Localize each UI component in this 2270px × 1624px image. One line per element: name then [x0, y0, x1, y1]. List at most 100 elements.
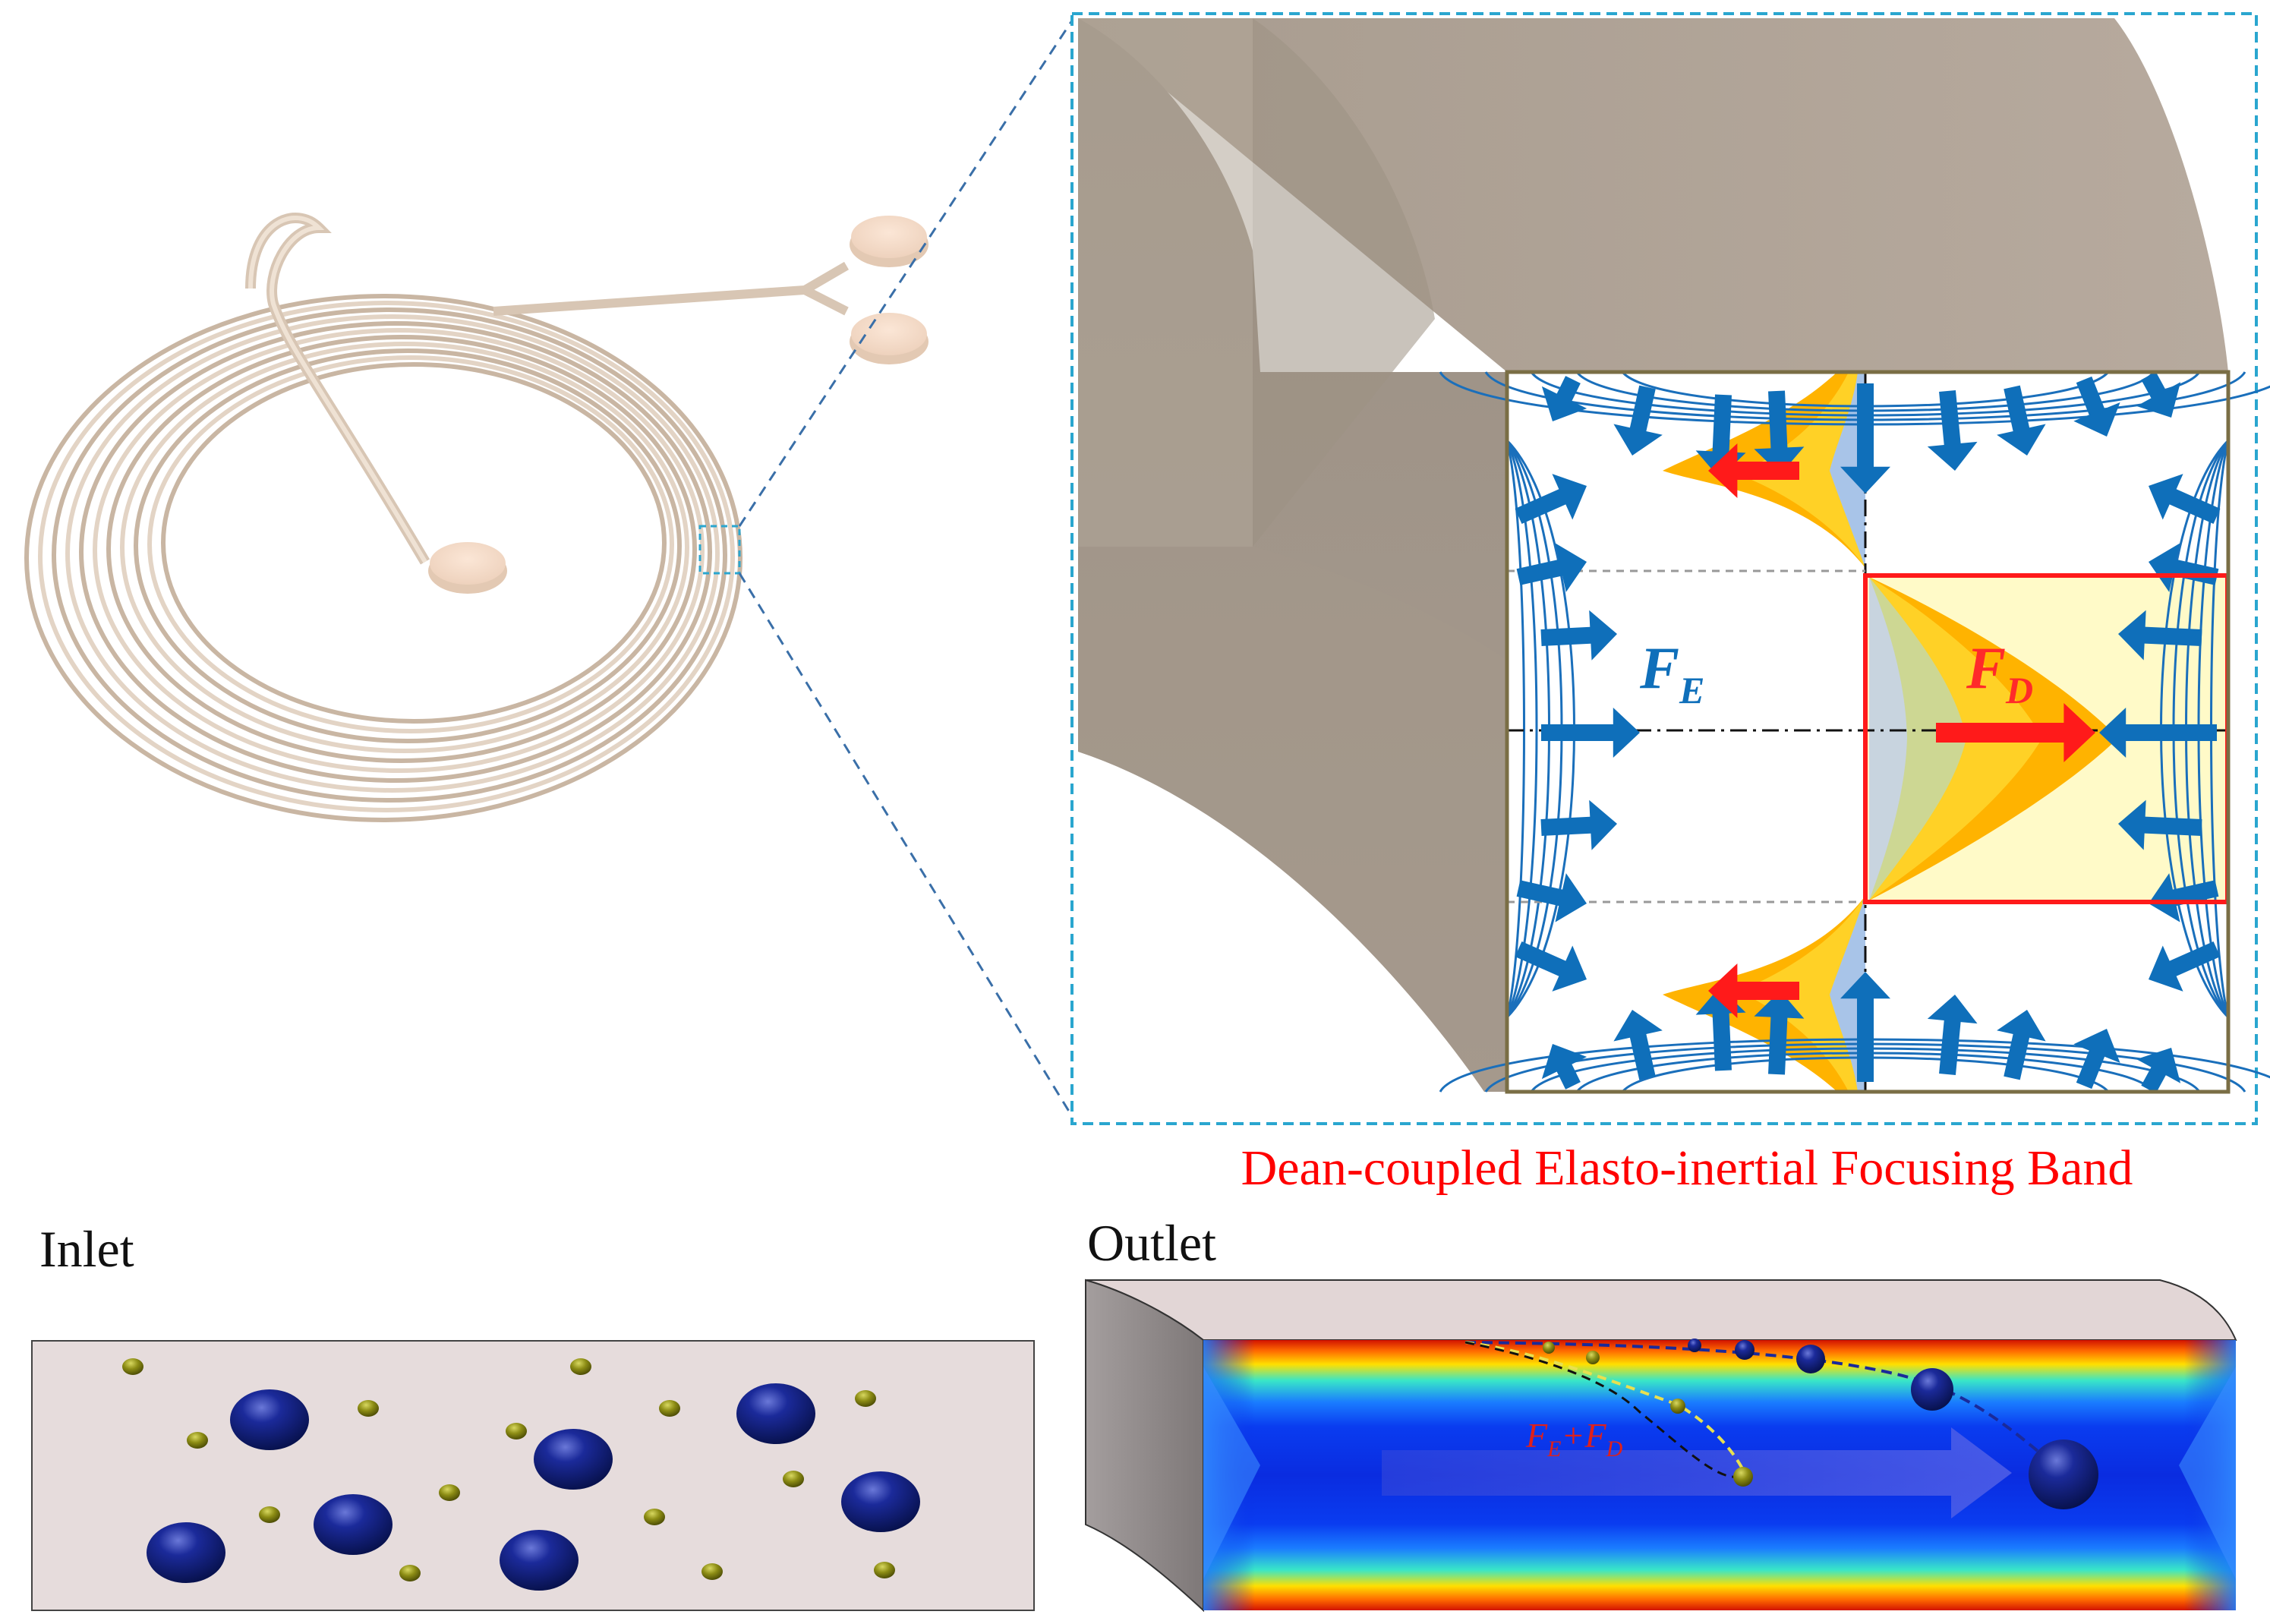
streamline: [1505, 440, 1538, 1018]
outlet-title: Outlet: [1087, 1214, 1216, 1272]
spiral-turn: [52, 307, 727, 803]
outlet-channel: FE+FD: [1085, 1279, 2237, 1613]
blue-arrow-icon: [2149, 543, 2219, 592]
olive-sphere-icon: [506, 1423, 527, 1440]
blue-arrow-icon: [1840, 383, 1890, 494]
blue-arrow-icon: [1541, 376, 1587, 422]
spiral-turn: [161, 362, 667, 724]
olive-sphere-icon: [399, 1565, 421, 1581]
blue-arrow-icon: [2073, 1028, 2120, 1089]
streamline: [1505, 440, 1525, 1018]
olive-sphere-icon: [439, 1484, 460, 1501]
blue-arrow-icon: [2149, 873, 2219, 922]
blue-arrow-icon: [1840, 972, 1890, 1082]
outlet-port-1-icon: [850, 216, 928, 267]
blue-arrow-icon: [2136, 371, 2181, 418]
olive-sphere-icon: [701, 1563, 723, 1580]
olive-sphere-icon: [570, 1358, 591, 1375]
small-particle-trajectory-2: [1464, 1341, 1739, 1478]
blue-arrow-icon: [1516, 543, 1587, 592]
blue-arrow-icon: [1997, 385, 2046, 456]
blue-arrow-icon: [2148, 941, 2221, 992]
navy-sphere-icon: [2029, 1440, 2098, 1509]
blue-arrow-icon: [1927, 995, 1978, 1076]
outlet-channel-arm: [493, 261, 850, 316]
zoom-region-marker: [698, 525, 741, 575]
spiral-turn: [79, 321, 712, 783]
blue-arrow-icon: [1997, 1010, 2046, 1080]
spiral-microchannel: [24, 213, 928, 822]
blue-arrow-icon: [1541, 708, 1640, 758]
cross-section-border: [1505, 370, 2231, 1094]
blue-arrow-icon: [1613, 385, 1663, 456]
olive-sphere-icon: [187, 1432, 208, 1449]
blue-arrow-icon: [1754, 990, 1805, 1075]
olive-sphere-icon: [1670, 1399, 1685, 1414]
blue-arrow-icon: [1540, 610, 1618, 661]
large-particle-trajectory: [1464, 1341, 2067, 1474]
red-arrow-icon: [1936, 703, 2095, 762]
olive-sphere-icon: [644, 1509, 665, 1525]
blue-arrow-icon: [1927, 389, 1978, 471]
blue-arrow-icon: [2099, 708, 2217, 758]
blue-arrow-icon: [2117, 799, 2202, 850]
dean-force-label: FD: [1966, 635, 2033, 711]
navy-sphere-icon: [230, 1389, 309, 1450]
olive-sphere-icon: [659, 1400, 680, 1417]
blue-arrow-icon: [2073, 376, 2120, 437]
blue-arrow-icon: [1613, 1010, 1663, 1080]
spiral-turn: [120, 342, 689, 753]
combined-force-label: FE+FD: [1525, 1416, 1623, 1462]
navy-sphere-icon: [500, 1530, 579, 1591]
navy-sphere-icon: [1735, 1340, 1755, 1360]
zoom-connector-lines: [738, 13, 1078, 1124]
net-force-arrow-icon: [1382, 1427, 2012, 1518]
channel-3d-section: [1078, 18, 2228, 1092]
focusing-band-caption: Dean-coupled Elasto-inertial Focusing Ba…: [1241, 1140, 2133, 1196]
olive-sphere-icon: [1733, 1467, 1753, 1487]
red-arrow-icon: [1708, 443, 1799, 498]
navy-sphere-icon: [736, 1383, 815, 1444]
inlet-title: Inlet: [39, 1220, 134, 1278]
navy-sphere-icon: [314, 1494, 393, 1555]
cross-section: FE FD: [1439, 370, 2270, 1094]
blue-arrow-icon: [2148, 474, 2221, 525]
spiral-turn: [38, 301, 735, 812]
spiral-turn: [65, 314, 720, 793]
olive-sphere-icon: [1586, 1351, 1600, 1364]
spiral-turn: [93, 328, 705, 773]
spiral-turn: [24, 294, 742, 822]
outlet-port-2-icon: [850, 313, 928, 364]
red-arrow-icon: [1708, 963, 1799, 1018]
olive-sphere-icon: [259, 1506, 280, 1523]
spiral-turn: [147, 355, 674, 733]
olive-sphere-icon: [122, 1358, 143, 1375]
spiral-turn: [134, 348, 682, 743]
navy-sphere-icon: [1688, 1339, 1701, 1352]
olive-sphere-icon: [358, 1400, 379, 1417]
inlet-port-icon: [428, 542, 507, 594]
spiral-turn: [106, 335, 697, 763]
navy-sphere-icon: [534, 1429, 613, 1490]
navy-sphere-icon: [841, 1471, 920, 1532]
blue-arrow-icon: [1515, 941, 1587, 992]
elastic-force-arrows: [1515, 371, 2221, 1094]
olive-sphere-icon: [855, 1390, 876, 1407]
dean-force-arrows: [1708, 443, 2095, 1018]
blue-arrow-icon: [1516, 873, 1587, 922]
blue-arrow-icon: [1541, 1043, 1587, 1089]
blue-arrow-icon: [2117, 610, 2202, 661]
olive-sphere-icon: [783, 1471, 804, 1487]
olive-sphere-icon: [874, 1562, 895, 1578]
blue-arrow-icon: [1754, 390, 1805, 475]
olive-sphere-icon: [1543, 1342, 1555, 1354]
elastic-force-label: FE: [1639, 635, 1704, 711]
small-particle-trajectory-1: [1464, 1341, 1748, 1477]
navy-sphere-icon: [147, 1522, 225, 1583]
blue-arrow-icon: [1515, 474, 1587, 525]
navy-sphere-icon: [1911, 1368, 1953, 1411]
blue-arrow-icon: [1540, 799, 1618, 850]
navy-sphere-icon: [1796, 1345, 1825, 1373]
blue-arrow-icon: [2136, 1048, 2181, 1094]
